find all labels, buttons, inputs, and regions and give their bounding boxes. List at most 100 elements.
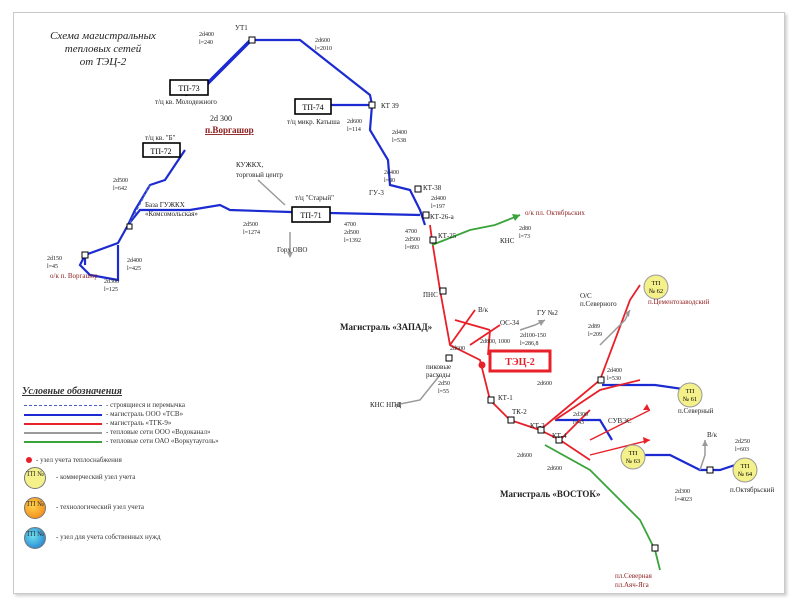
pipe-label: l=114: [347, 127, 361, 133]
blue-pipe-kt39-kt38: [368, 104, 427, 226]
red-branch-os34: [454, 319, 491, 331]
legend-label-own-needs: - узел для учета собственных нужд: [56, 533, 161, 541]
red-branch-kt: [487, 329, 491, 356]
legend-circle-commercial: ТП №: [24, 467, 46, 489]
legend-node-own-needs: ТП № - узел для учета собственных нужд: [22, 525, 282, 555]
legend-label-commercial: - коммерческий узел учета: [56, 473, 136, 481]
legend-circle-own-needs: ТП №: [24, 527, 46, 549]
red-branch-vk: [449, 309, 476, 346]
map-labels: УТ1 т/ц кв. Молодежного 2d 300 п.Воргашо…: [50, 24, 775, 589]
pipe-label: 2d400: [384, 170, 399, 176]
pipe-label: l=425: [127, 266, 141, 272]
label-baza-2: «Комсомольская»: [145, 210, 198, 218]
pipe-labels: 2d400 l=240 2d600 l=2010 2d600 l=114 2d4…: [47, 32, 750, 503]
legend-row-tgk: - магистраль «ТГК-9»: [22, 419, 282, 428]
pipe-label: l=45: [47, 264, 58, 270]
pipe-label: 2d100-150: [520, 333, 546, 339]
label-kns-npd: КНС НПД: [370, 401, 401, 409]
grey-arrowhead-gorkh: [287, 252, 293, 258]
label-end-1: пл.Северная: [615, 572, 653, 580]
label-kt1: КТ-1: [498, 394, 513, 402]
vorkutaugol-network: [431, 214, 661, 571]
pipe-label: l=209: [588, 332, 602, 338]
label-tp62-caption: п.Цементозаводский: [648, 298, 710, 306]
legend-node-commercial: ТП № - коммерческий узел учета: [22, 465, 282, 495]
label-ok-vorgashor: о/к п. Воргашор: [50, 272, 98, 280]
pipe-label: l=530: [607, 376, 621, 382]
node-kt1: [487, 396, 495, 404]
pipe-label: l=240: [199, 40, 213, 46]
legend-label-point: - узел учета теплоснабжения: [36, 456, 122, 464]
tp64-number: № 64: [738, 471, 753, 478]
label-kt26a: КТ-26-а: [430, 213, 455, 221]
tp64-node: [732, 457, 758, 483]
tp73-label: ТП-73: [178, 84, 199, 93]
pipe-label: l=603: [735, 447, 749, 453]
tp71-box: [291, 206, 331, 223]
blue-pipe-tp72: [83, 149, 186, 265]
node-red-east: [597, 376, 605, 384]
label-d300: 2d 300: [210, 114, 232, 123]
grey-arrowhead-severny: [625, 310, 630, 317]
label-gu2: ГУ №2: [537, 309, 558, 317]
label-kuzhkh-1: КУЖКХ,: [236, 161, 263, 169]
red-branch-suves: [554, 379, 641, 421]
label-gu3: ГУ-3: [369, 189, 384, 197]
tp61-number: № 61: [683, 396, 697, 403]
node-kt4: [555, 436, 563, 444]
node-pns: [439, 287, 447, 295]
legend-label-tgk: - магистраль «ТГК-9»: [106, 419, 172, 427]
pipe-label: l=55: [438, 389, 449, 395]
tp62-label: ТП: [652, 280, 661, 287]
pipe-label: 2d600: [315, 38, 330, 44]
pipe-label: 2d600: [547, 466, 562, 472]
legend-line-projected: [24, 405, 102, 406]
pipe-label: 2d600: [450, 346, 465, 352]
label-magistral-vostok: Магистраль «ВОСТОК»: [500, 489, 601, 499]
red-arrowhead-kt4: [643, 437, 650, 444]
node-tk2: [507, 416, 515, 424]
pipe-label: l=286,8: [520, 341, 539, 347]
tp61-node: [677, 382, 703, 408]
label-gorkh-ovo: Горх ОВО: [277, 246, 307, 254]
grey-arrowhead-kns: [395, 402, 401, 408]
green-pipe-vostok: [544, 444, 661, 571]
tp62-number: № 62: [649, 288, 663, 295]
blue-pipe-tp64: [630, 453, 736, 472]
label-tp72-caption: т/ц кв. "Б": [145, 134, 176, 142]
title-line-1: Схема магистральных: [50, 30, 156, 42]
tgk-network: [429, 224, 641, 461]
legend-line-vorkutaugol: [24, 441, 102, 443]
blue-pipe-ut1: [199, 38, 374, 106]
label-baza-1: База ГУЖКХ: [145, 201, 185, 209]
grey-pipe-kns-npd: [394, 374, 441, 406]
pipe-label: l=642: [113, 186, 127, 192]
label-vk: В/к: [478, 306, 489, 314]
pipe-label: 2d300: [104, 279, 119, 285]
label-kt38: КТ-38: [423, 184, 442, 192]
tp71-label: ТП-71: [300, 211, 321, 220]
pipe-label: 2d400: [607, 368, 622, 374]
pipe-label: l=1274: [243, 230, 260, 236]
label-ut1: УТ1: [235, 24, 248, 32]
pipe-label: 2d150: [47, 256, 62, 262]
pipe-label: 2d600: [347, 119, 362, 125]
label-tk2: ТК-2: [512, 408, 527, 416]
pipe-label: 2d300: [675, 489, 690, 495]
red-main-west: [429, 224, 591, 461]
red-branch-tp62: [539, 284, 641, 431]
label-pns: ПНС: [423, 291, 438, 299]
pipe-label: l=125: [104, 287, 118, 293]
tp64-label: ТП: [741, 463, 750, 470]
green-pipe-oktyabrsky: [431, 214, 521, 246]
pipe-label: 2d89: [588, 324, 600, 330]
pipe-label: 2d80: [519, 226, 531, 232]
label-kns: КНС: [500, 237, 515, 245]
blue-pipe-kt3: [555, 418, 613, 441]
vodokanal-network: [257, 179, 706, 471]
pipe-label: 2d250: [735, 439, 750, 445]
node-tp64-in: [706, 466, 714, 474]
red-branch-kt4: [559, 409, 591, 441]
